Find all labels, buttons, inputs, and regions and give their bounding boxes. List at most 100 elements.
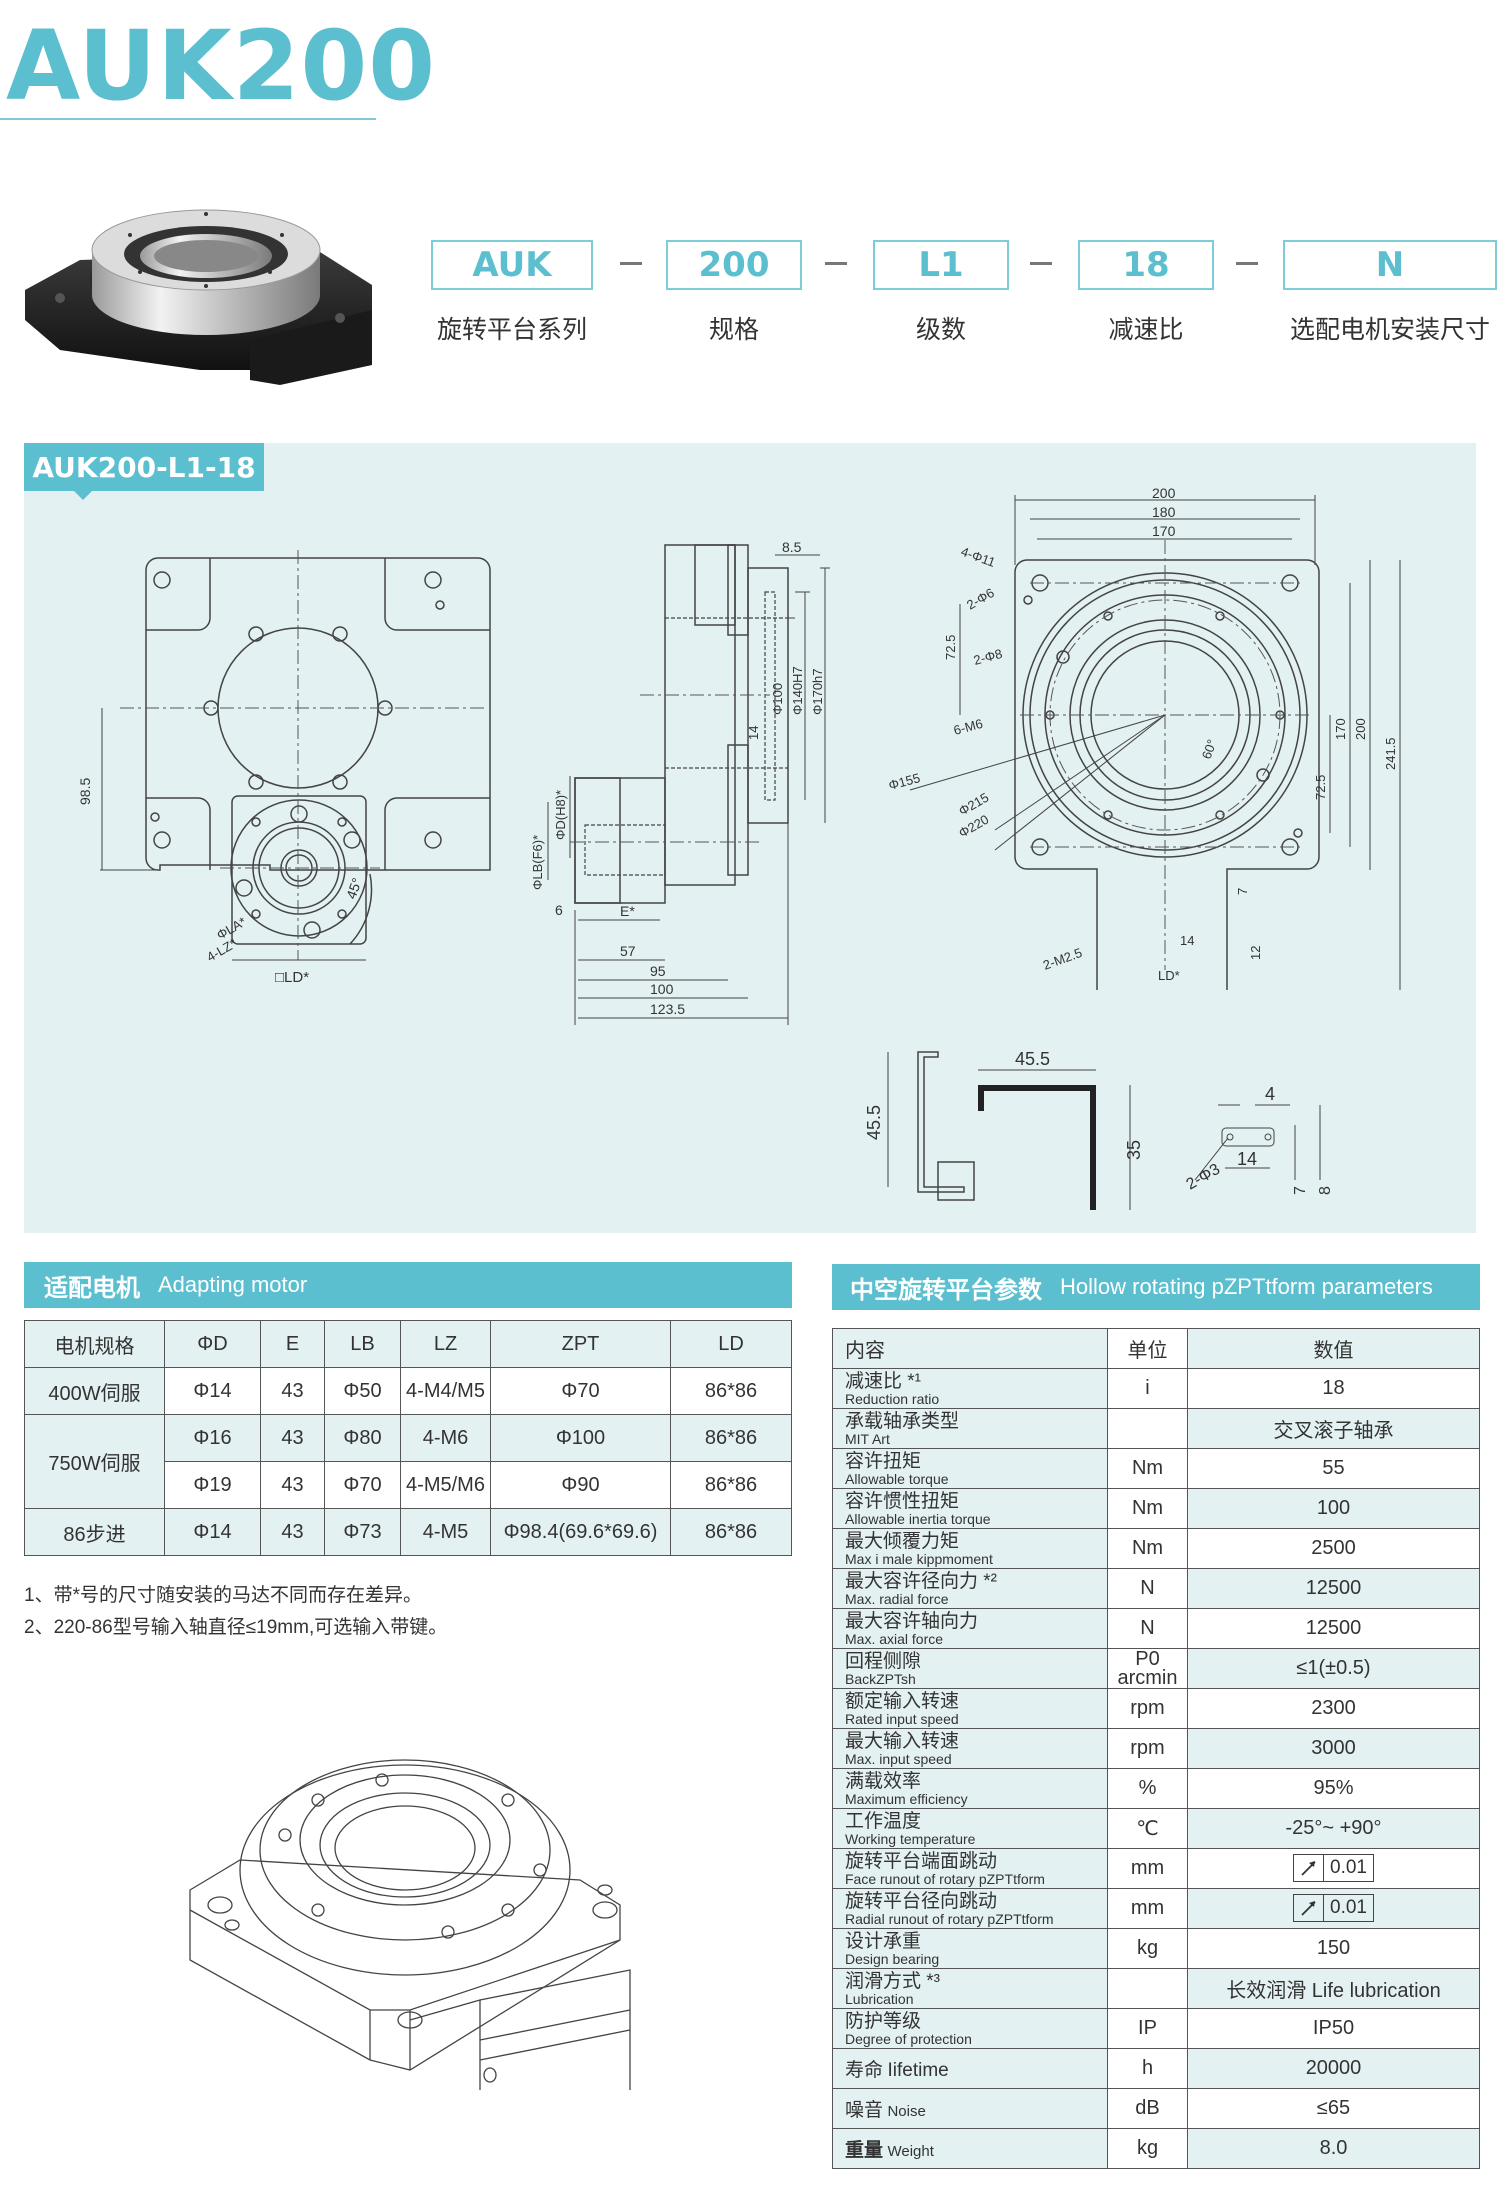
param-name-en: Maximum efficiency [845,1790,968,1807]
param-unit: rpm [1107,1728,1188,1769]
svg-text:45.5: 45.5 [1015,1049,1050,1069]
cell-spec: 400W伺服 [24,1367,165,1415]
cell-lb: Φ70 [324,1461,401,1509]
param-unit [1107,1408,1188,1449]
param-name-cn: 旋转平台端面跳动 [845,1850,998,1872]
table-row: 750W伺服 Φ16 43 Φ80 4-M6 Φ100 86*86 [24,1414,792,1509]
param-unit: Nm [1107,1448,1188,1489]
param-name-cn: 噪音 [845,2100,884,2121]
svg-text:LD*: LD* [1158,968,1180,983]
param-unit: kg [1107,1928,1188,1969]
col-e: E [260,1320,325,1368]
svg-text:100: 100 [650,981,674,997]
cell-lb: Φ73 [324,1508,401,1556]
svg-text:14: 14 [1180,933,1194,948]
param-value: -25°~ +90° [1187,1808,1480,1849]
svg-text:35: 35 [1124,1140,1144,1160]
param-name-cn: 重量 [845,2140,884,2161]
code-motor-label: 选配电机安装尺寸 [1289,316,1490,344]
param-name-cn: 润滑方式 *³ [845,1970,941,1992]
col-ld: LD [670,1320,792,1368]
param-value: 12500 [1187,1568,1480,1609]
param-value: IP50 [1187,2008,1480,2049]
param-name-en: Design bearing [845,1950,940,1967]
svg-text:2-Φ3: 2-Φ3 [1184,1161,1224,1194]
svg-text:2-Φ8: 2-Φ8 [972,646,1004,668]
cell-lz: 4-M5 [400,1508,491,1556]
dimension-drawing-panel [24,443,1476,1233]
param-value: 95% [1187,1768,1480,1809]
cell-e: 43 [260,1461,325,1509]
svg-text:72.5: 72.5 [943,635,958,660]
param-value: 0.01 [1330,1896,1367,1918]
param-name-cn: 寿命 [845,2060,884,2081]
table-row: 寿命 Iifetime h 20000 [832,2048,1480,2089]
param-value: 交叉滚子轴承 [1187,1408,1480,1449]
code-series: AUK [431,240,593,290]
param-value: 长效润滑 Life lubrication [1187,1968,1480,2009]
code-series-label: 旋转平台系列 [436,316,587,344]
table-row: 86步进 Φ14 43 Φ73 4-M5 Φ98.4(69.6*69.6) 86… [24,1508,792,1556]
motor-section-title-en: Adapting motor [158,1272,308,1297]
param-name-en: Max. radial force [845,1590,949,1607]
note-1: 1、带*号的尺寸随安装的马达不同而存在差异。 [24,1585,422,1606]
param-name-en: Degree of protection [845,2030,972,2047]
cell-lz: 4-M6 [400,1414,491,1462]
svg-text:57: 57 [620,943,636,959]
note-2: 2、220-86型号输入轴直径≤19mm,可选输入带键。 [24,1617,448,1638]
param-name-cn: 回程侧隙 [845,1650,922,1672]
param-value: 3000 [1187,1728,1480,1769]
svg-text:E*: E* [620,903,635,919]
param-unit: Nm [1107,1488,1188,1529]
code-stage: L1 [873,240,1009,290]
motor-table: 电机规格 ΦD E LB LZ ZPT LD 400W伺服 Φ14 43 Φ50… [24,1320,792,1556]
col-unit: 单位 [1107,1328,1188,1369]
cell-ld: 86*86 [670,1414,792,1462]
code-stage-label: 级数 [915,316,966,344]
param-name-cn: 最大输入转速 [845,1730,960,1752]
col-lb: LB [324,1320,401,1368]
col-lz: LZ [400,1320,491,1368]
param-unit: Nm [1107,1528,1188,1569]
param-name-en: Lubrication [845,1990,914,2007]
param-name-cn: 设计承重 [845,1930,922,1952]
param-unit: IP [1107,2008,1188,2049]
param-name-cn: 旋转平台径向跳动 [845,1890,998,1912]
svg-text:200: 200 [1353,718,1368,740]
param-name-cn: 承载轴承类型 [845,1410,960,1432]
table-row: 400W伺服 Φ14 43 Φ50 4-M4/M5 Φ70 86*86 [24,1367,792,1415]
param-value: ≤65 [1187,2088,1480,2129]
svg-text:Φ170h7: Φ170h7 [810,668,825,715]
cell-e: 43 [260,1414,325,1462]
code-ratio-label: 减速比 [1108,316,1184,344]
param-name-en: BackZPTsh [845,1670,916,1687]
param-name-en: Max. input speed [845,1750,952,1767]
param-name-en: Max. axial force [845,1630,944,1647]
cell-zpt: Φ98.4(69.6*69.6) [490,1508,671,1556]
runout-tolerance-frame: 0.01 [1293,1893,1374,1922]
param-unit: rpm [1107,1688,1188,1729]
cell-lb: Φ50 [324,1367,401,1415]
param-unit: i [1107,1368,1188,1409]
svg-text:200: 200 [1152,485,1176,501]
param-unit: N [1107,1608,1188,1649]
param-name-cn: 容许惯性扭矩 [845,1490,960,1512]
svg-text:14: 14 [1237,1149,1257,1169]
circular-runout-icon [1294,1894,1324,1921]
param-name-cn: 工作温度 [845,1810,922,1832]
param-value: 18 [1187,1368,1480,1409]
param-unit: h [1107,2048,1188,2089]
param-value: 150 [1187,1928,1480,1969]
svg-text:Φ215: Φ215 [956,790,991,819]
param-name-en: Rated input speed [845,1710,959,1727]
svg-text:7: 7 [1292,1186,1309,1195]
col-d: ΦD [164,1320,261,1368]
col-content: 内容 [832,1328,1108,1369]
